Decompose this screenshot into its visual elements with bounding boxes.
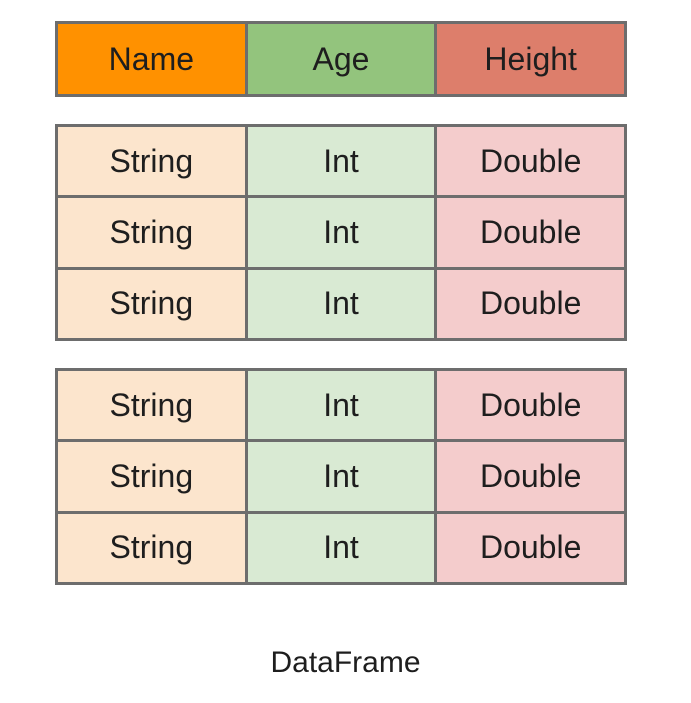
table-row: String Int Double	[58, 442, 625, 511]
cell-name-type: String	[58, 198, 245, 267]
cell-height-type: Double	[437, 198, 625, 267]
cell-name-type: String	[58, 127, 245, 196]
table-row: String Int Double	[58, 269, 625, 338]
diagram-caption: DataFrame	[270, 646, 421, 679]
table-row: String Int Double	[58, 198, 625, 267]
cell-name-type: String	[58, 513, 245, 582]
cell-age-type: Int	[247, 269, 435, 338]
cell-height-type: Double	[437, 442, 625, 511]
cell-age-type: Int	[247, 442, 435, 511]
cell-age-type: Int	[247, 513, 435, 582]
cell-name-type: String	[58, 442, 245, 511]
cell-age-type: Int	[247, 198, 435, 267]
cell-height-type: Double	[437, 371, 625, 440]
header-cell-age: Age	[247, 24, 435, 94]
header-row: Name Age Height	[58, 24, 625, 94]
table-row: String Int Double	[58, 513, 625, 582]
row-group-1: String Int Double String Int Double Stri…	[55, 124, 627, 341]
cell-name-type: String	[58, 269, 245, 338]
cell-age-type: Int	[247, 371, 435, 440]
table-row: String Int Double	[58, 371, 625, 440]
header-cell-name: Name	[58, 24, 245, 94]
cell-age-type: Int	[247, 127, 435, 196]
header-cell-height: Height	[437, 24, 625, 94]
table-row: String Int Double	[58, 127, 625, 196]
row-group-2: String Int Double String Int Double Stri…	[55, 368, 627, 585]
cell-height-type: Double	[437, 513, 625, 582]
cell-height-type: Double	[437, 269, 625, 338]
cell-name-type: String	[58, 371, 245, 440]
cell-height-type: Double	[437, 127, 625, 196]
dataframe-header: Name Age Height	[55, 21, 627, 97]
